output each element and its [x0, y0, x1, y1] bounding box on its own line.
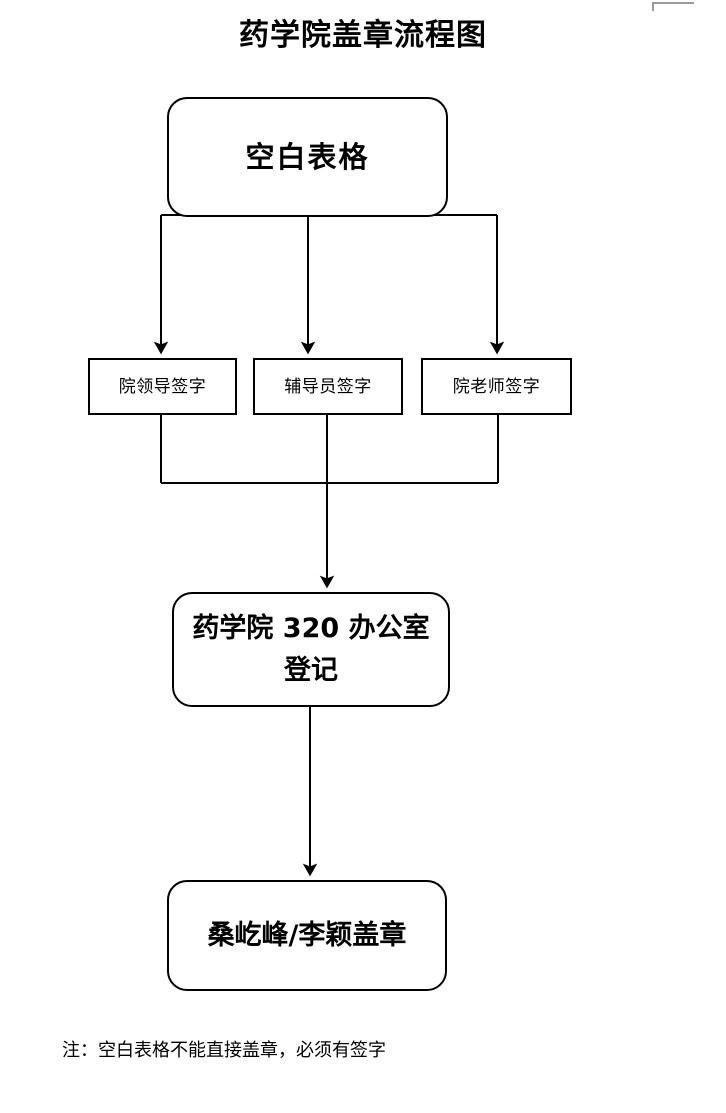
node-counselor-sign[interactable]: 辅导员签字: [253, 358, 403, 415]
node-blank-form[interactable]: 空白表格: [167, 97, 448, 217]
node-office-register-label: 药学院 320 办公室登记: [192, 612, 430, 686]
node-teacher-sign-label: 院老师签字: [452, 376, 541, 396]
page-corner-artifact: [652, 2, 694, 11]
node-teacher-sign[interactable]: 院老师签字: [421, 358, 572, 415]
node-dean-sign-label: 院领导签字: [118, 376, 207, 396]
node-counselor-sign-label: 辅导员签字: [284, 376, 372, 396]
node-office-register[interactable]: 药学院 320 办公室登记: [172, 592, 450, 707]
node-seal[interactable]: 桑屹峰/李颖盖章: [167, 880, 447, 991]
node-blank-form-label: 空白表格: [245, 140, 370, 174]
node-dean-sign[interactable]: 院领导签字: [88, 358, 237, 415]
footnote-note: 注：空白表格不能直接盖章，必须有签字: [62, 1040, 386, 1061]
node-seal-label: 桑屹峰/李颖盖章: [207, 919, 407, 951]
page-title: 药学院盖章流程图: [239, 19, 487, 52]
